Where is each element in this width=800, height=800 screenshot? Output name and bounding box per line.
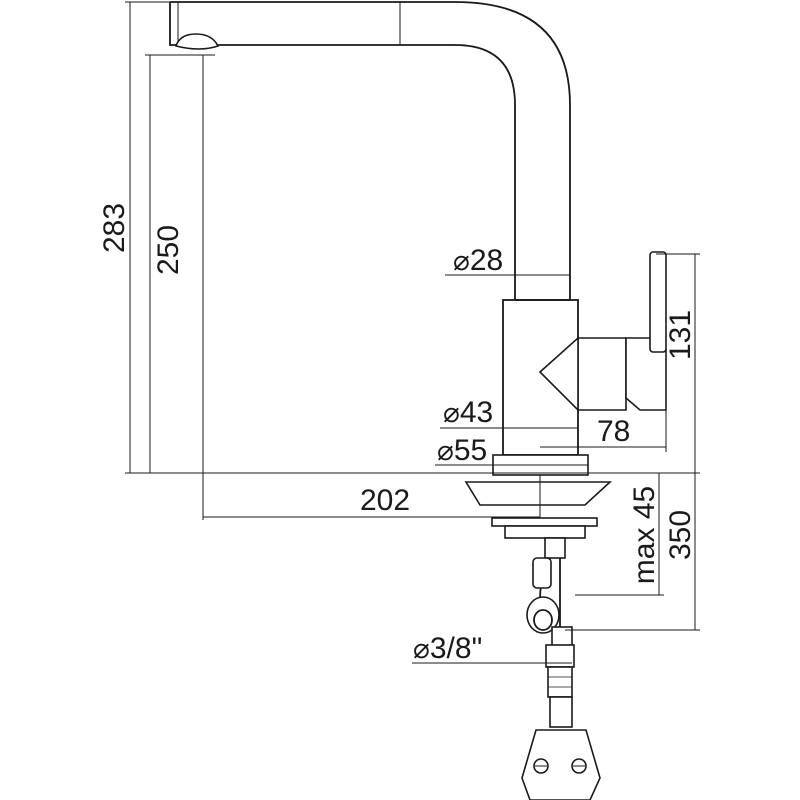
mounting-plate (464, 481, 613, 506)
dimension-lines (125, 1, 700, 664)
label-131: 131 (664, 310, 697, 360)
label-250: 250 (152, 225, 185, 275)
mounting-washer (491, 517, 598, 527)
faucet-body (169, 1, 667, 476)
diameter-symbol: ⌀ (413, 633, 430, 664)
mixer-cartridge (577, 337, 627, 411)
diameter-symbol: ⌀ (443, 397, 460, 428)
label-202: 202 (360, 484, 410, 517)
pullout-weight (521, 729, 601, 800)
lever-handle (649, 251, 667, 353)
label-43: ⌀43 (443, 396, 493, 429)
label-43-value: 43 (460, 396, 493, 429)
mounting-assembly (464, 475, 613, 800)
label-350: 350 (664, 510, 697, 560)
hose-tube (549, 696, 573, 728)
label-55: ⌀55 (437, 434, 487, 467)
hose-sleeve-ridges (548, 676, 572, 688)
label-38: ⌀3/8" (413, 632, 482, 665)
diameter-symbol: ⌀ (437, 435, 454, 466)
label-38-value: 3/8" (430, 632, 482, 665)
label-55-value: 55 (454, 434, 487, 467)
hose-connector-inner (533, 609, 553, 631)
label-283: 283 (98, 203, 131, 253)
label-28: ⌀28 (453, 244, 503, 277)
diameter-symbol: ⌀ (453, 245, 470, 276)
hose-sleeve (547, 666, 573, 698)
label-78: 78 (597, 415, 630, 448)
threaded-rod (544, 537, 566, 559)
label-28-value: 28 (470, 244, 503, 277)
hose-fitting-upper (532, 557, 552, 589)
mixer-cone (538, 336, 579, 412)
dimension-labels: 283 250 ⌀28 131 ⌀43 78 ⌀55 202 max 45 35… (98, 203, 697, 665)
label-max45: max 45 (628, 486, 661, 584)
spout-inner-contour (170, 1, 571, 300)
hose-ferrule-lower (545, 644, 575, 668)
aerator-head (174, 33, 220, 50)
spout-outer-contour (169, 2, 516, 300)
mounting-nut (504, 525, 586, 539)
